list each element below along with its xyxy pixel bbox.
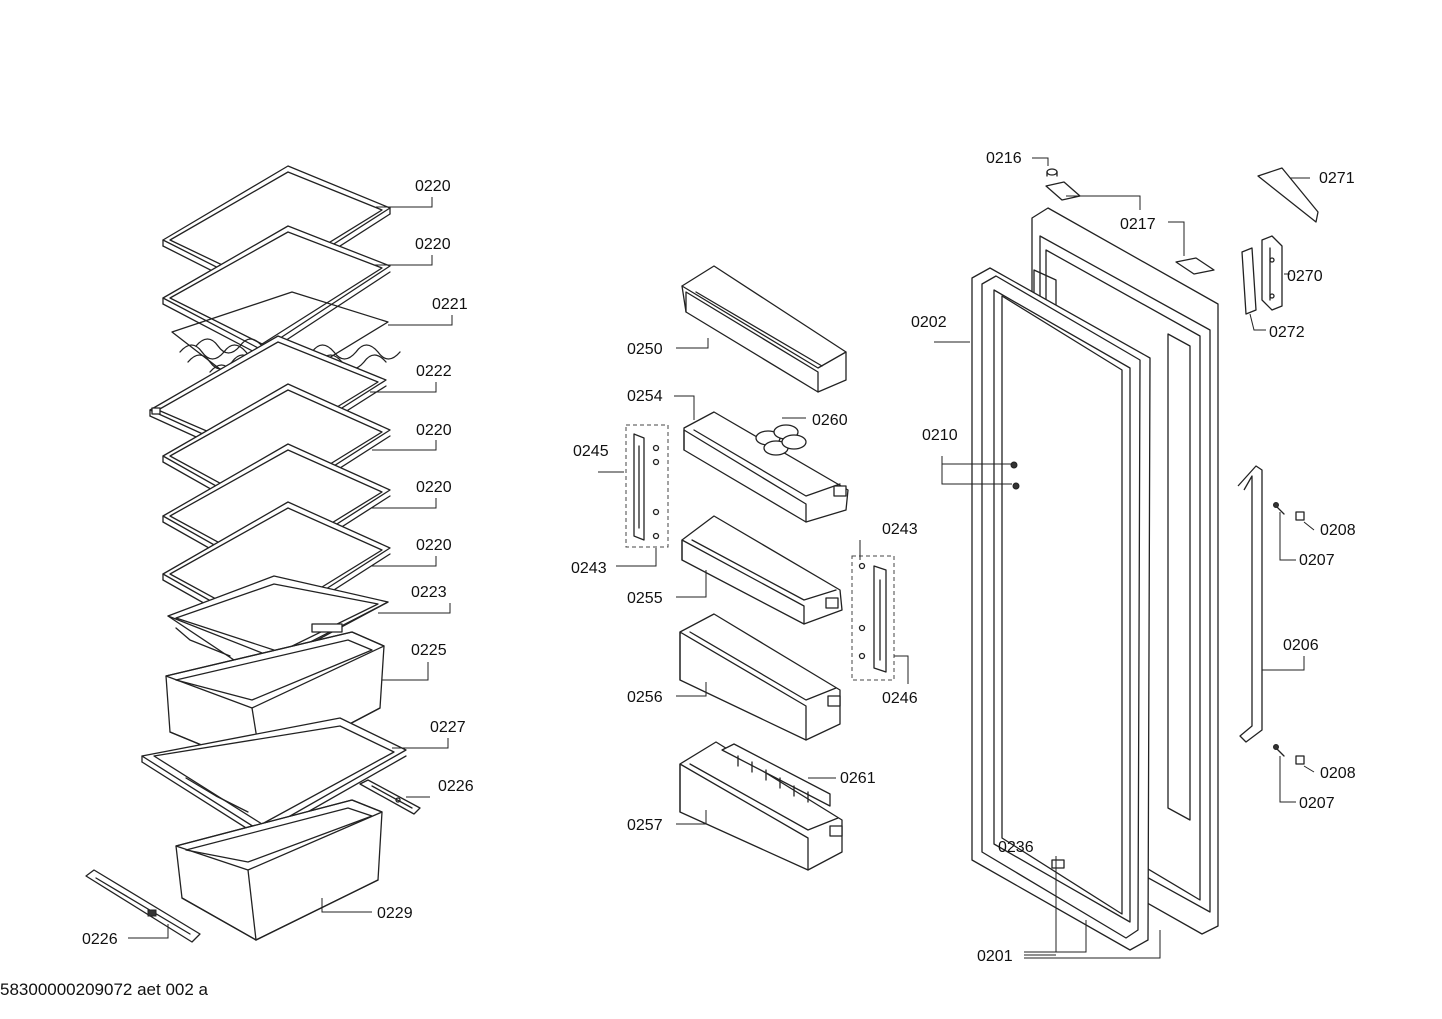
- label-0223: 0223: [411, 584, 447, 601]
- drawer-cover-0227: [141, 717, 407, 839]
- label-0220-5: 0220: [416, 537, 452, 554]
- bottle-divider-0261: [721, 743, 831, 807]
- label-0255: 0255: [627, 590, 663, 607]
- label-0246: 0246: [882, 690, 918, 707]
- label-0216: 0216: [986, 150, 1022, 167]
- label-0217: 0217: [1120, 216, 1156, 233]
- label-0220-3: 0220: [416, 422, 452, 439]
- door-bin-0257: [679, 741, 843, 871]
- label-0271: [1257, 167, 1319, 223]
- label-0226-left: 0226: [82, 931, 118, 948]
- bin-rail-0246: [851, 555, 895, 681]
- label-0243-left: 0243: [571, 560, 607, 577]
- label-0260: 0260: [812, 412, 848, 429]
- leaders-middle: [598, 338, 909, 825]
- door-bin-0256: [679, 613, 841, 741]
- bin-rail-0245: [625, 424, 669, 548]
- door-assembly: [971, 167, 1319, 951]
- cap-0208-top: [1295, 511, 1305, 521]
- part-0236: [1051, 859, 1065, 869]
- drawer-rail-0226-left: [85, 869, 201, 943]
- label-0225: 0225: [411, 642, 447, 659]
- freezer-drawer-0229: [175, 799, 383, 941]
- label-0254: 0254: [627, 388, 663, 405]
- label-0272: 0272: [1269, 324, 1305, 341]
- label-0243-right: 0243: [882, 521, 918, 538]
- leaders-right: [934, 157, 1315, 959]
- door-handle-0206: [1237, 465, 1263, 743]
- label-0221: 0221: [432, 296, 468, 313]
- label-0207-bottom: 0207: [1299, 795, 1335, 812]
- cap-0208-bottom: [1295, 755, 1305, 765]
- egg-tray-0260: [755, 424, 807, 456]
- label-0207-top: 0207: [1299, 552, 1335, 569]
- door-bin-0250: [681, 265, 847, 393]
- label-0250: 0250: [627, 341, 663, 358]
- label-0210: 0210: [922, 427, 958, 444]
- door-bin-0254: [683, 411, 849, 523]
- label-0270: 0270: [1287, 268, 1323, 285]
- label-0222: 0222: [416, 363, 452, 380]
- label-0256: 0256: [627, 689, 663, 706]
- label-0201: 0201: [977, 948, 1013, 965]
- label-0208-bottom: 0208: [1320, 765, 1356, 782]
- screws-0210: [1010, 461, 1020, 490]
- label-0271: 0271: [1319, 170, 1355, 187]
- screw-0207-top: [1273, 502, 1285, 515]
- plug-0216: [1046, 168, 1058, 177]
- part-labels: 0220 0220 0221 0222 0220 0220 0220 0223 …: [82, 150, 1356, 965]
- drawer-rail-0226-right: [359, 779, 421, 815]
- label-0208-top: 0208: [1320, 522, 1356, 539]
- label-0236: 0236: [998, 839, 1034, 856]
- label-0245: 0245: [573, 443, 609, 460]
- screw-0207-bottom: [1273, 744, 1285, 757]
- label-0261: 0261: [840, 770, 876, 787]
- shelf-stack: [85, 165, 421, 943]
- drawing-reference-code: 58300000209072 aet 002 a: [0, 980, 208, 999]
- label-0226-right: 0226: [438, 778, 474, 795]
- label-0220-4: 0220: [416, 479, 452, 496]
- door-bin-0255: [681, 515, 843, 625]
- door-gasket-0202: [971, 267, 1151, 951]
- glass-shelf-0220-2: [162, 225, 391, 357]
- cover-0272: [1241, 247, 1257, 315]
- label-0220-2: 0220: [415, 236, 451, 253]
- label-0206: 0206: [1283, 637, 1319, 654]
- label-0220-1: 0220: [415, 178, 451, 195]
- door-bins: [625, 265, 895, 871]
- leaders-left: [128, 197, 453, 939]
- label-0257: 0257: [627, 817, 663, 834]
- label-0227: 0227: [430, 719, 466, 736]
- label-0229: 0229: [377, 905, 413, 922]
- hinge-cover-0270: [1261, 235, 1283, 311]
- label-0202: 0202: [911, 314, 947, 331]
